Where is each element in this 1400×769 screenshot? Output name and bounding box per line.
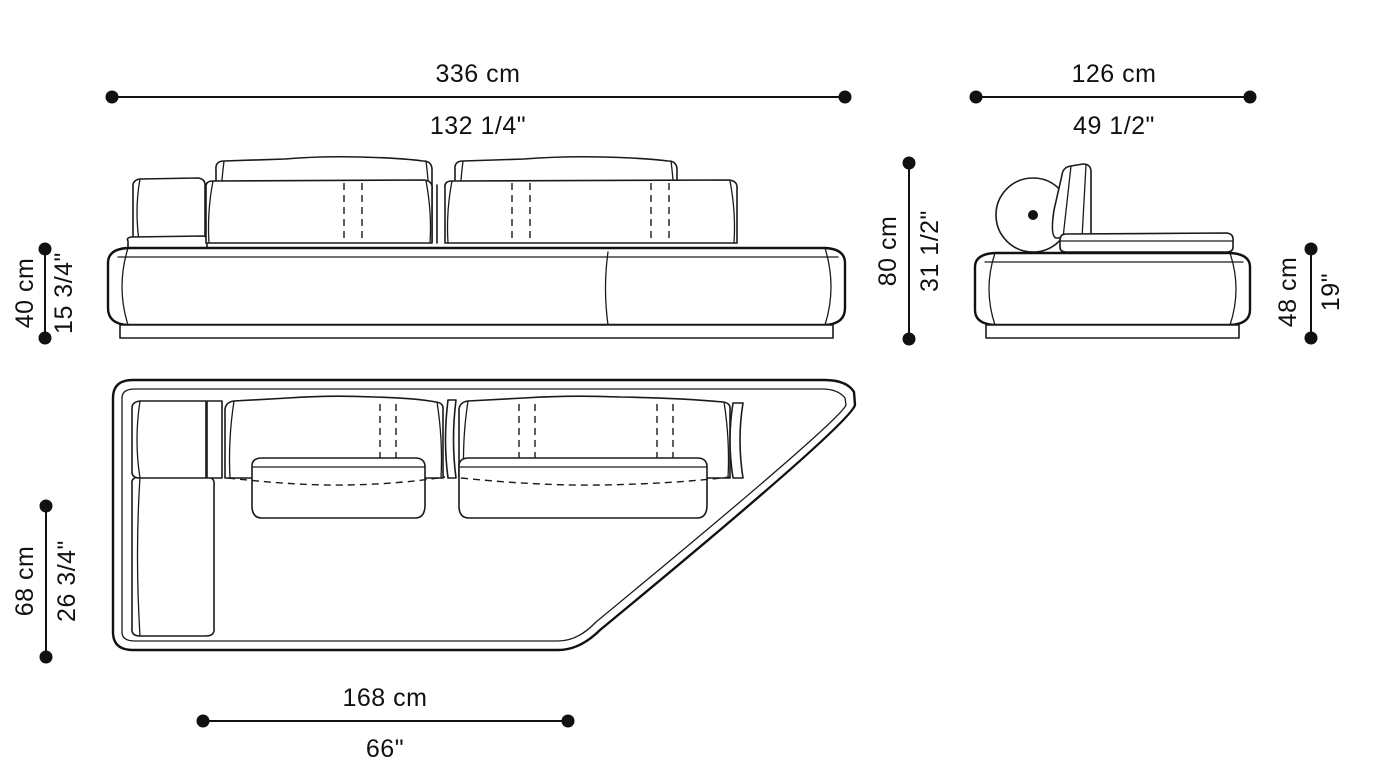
dimension-overall-depth-end-dot [1243,90,1257,104]
dimension-chaise-width-start-dot [196,714,210,728]
dimension-overall-depth: 126 cm 49 1/2" [969,60,1257,140]
side-bolster-center-dot [1028,210,1038,220]
front-elevation-view [106,155,847,339]
side-base-body [973,251,1252,327]
dimension-chaise-depth-metric: 68 cm [11,546,39,617]
plan-arm-cushion-vertical [131,476,215,637]
front-seat-bolster-right [444,179,738,244]
dimension-seat-height-end-dot [38,331,52,345]
front-seat-bolster-left [205,179,433,244]
dimension-base-height-imperial: 19" [1317,273,1345,311]
plan-seat-cushion-right [458,457,731,519]
dimension-base-height-start-dot [1304,242,1318,256]
plan-inner-outline [121,388,847,642]
dimension-overall-depth-imperial: 49 1/2" [1073,112,1155,140]
plan-module-divider [444,399,457,479]
plan-seat-cushion-left [227,457,446,519]
dimension-chaise-depth-start-dot [39,499,53,513]
plan-arm-cushion-horizontal [131,400,207,479]
dimension-chaise-width-end-dot [561,714,575,728]
dimension-overall-width-start-dot [105,90,119,104]
front-base-body [106,246,847,327]
front-arm-cushion [126,177,209,254]
side-elevation-view [973,163,1252,339]
plan-view [111,378,857,652]
dimension-chaise-width-imperial: 66" [366,735,404,763]
dimension-seat-height-imperial: 15 3/4" [50,252,78,334]
dimension-overall-width-imperial: 132 1/4" [430,112,526,140]
dimension-overall-height: 80 cm 31 1/2" [874,156,944,346]
dimension-overall-height-imperial: 31 1/2" [916,210,944,292]
side-back-cushion [1051,163,1092,239]
dimension-chaise-width: 168 cm 66" [196,684,575,763]
plan-right-roll [729,402,744,479]
dimension-base-height-metric: 48 cm [1274,257,1302,328]
dimension-overall-width-end-dot [838,90,852,104]
dimension-overall-height-metric: 80 cm [874,216,902,287]
side-plinth [985,324,1240,339]
dimension-overall-width-metric: 336 cm [436,60,521,88]
dimension-overall-height-end-dot [902,332,916,346]
front-plinth [119,324,834,339]
dimension-seat-height-metric: 40 cm [11,258,39,329]
dimension-seat-height-start-dot [38,242,52,256]
dimension-overall-height-start-dot [902,156,916,170]
dimension-chaise-depth-end-dot [39,650,53,664]
plan-arm-divider [206,400,223,479]
dimension-chaise-depth-imperial: 26 3/4" [53,540,81,622]
dimension-seat-height: 40 cm 15 3/4" [11,242,78,345]
side-seat-cushion [1059,232,1234,253]
dimension-overall-depth-metric: 126 cm [1072,60,1157,88]
dimension-base-height: 48 cm 19" [1274,242,1345,345]
dimension-overall-width: 336 cm 132 1/4" [105,60,852,140]
dimension-chaise-width-metric: 168 cm [343,684,428,712]
side-round-bolster [995,177,1071,253]
dimension-base-height-end-dot [1304,331,1318,345]
dimension-chaise-depth: 68 cm 26 3/4" [11,499,81,664]
dimension-overall-depth-start-dot [969,90,983,104]
